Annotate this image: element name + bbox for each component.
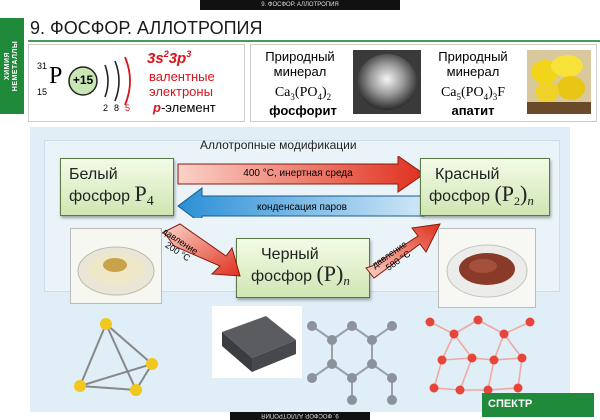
mineral-2-name: апатит (451, 103, 495, 118)
valence-line-1: валентные (149, 69, 215, 84)
white-phosphorus-line-1: Белый (69, 166, 118, 183)
electron-shells-diagram (68, 56, 131, 106)
mineral-2-formula: Ca5(PO4)3F (440, 85, 506, 102)
black-phosphorus-photo (212, 306, 302, 378)
bottom-strip-label: 9. ФОСФОР. АЛЛОТРОПИЯ (261, 412, 339, 418)
element-type: p-элемент (153, 100, 216, 115)
backward-arrow (177, 187, 425, 218)
title-divider (28, 40, 600, 42)
red-phosphorus-lattice (425, 315, 535, 395)
red-phosphorus-line-2: фосфор (P2)n (429, 181, 534, 211)
red-phosphorus-line-1: Красный (435, 166, 500, 183)
forward-arrow (177, 156, 425, 193)
white-phosphorus-box: Белый фосфор P4 (60, 158, 174, 216)
shell-count-3: 5 (125, 103, 131, 113)
element-type-suffix: -элемент (160, 100, 216, 115)
white-phosphorus-subscript: 4 (146, 194, 154, 210)
mineral-1-label-line-1: Природный (265, 49, 335, 64)
shell-arc-2 (114, 60, 120, 102)
white-phosphorus-word: фосфор (69, 188, 131, 205)
nucleus-circle (68, 66, 98, 96)
black-phosphorus-lattice (307, 321, 397, 405)
red-phosphorus-close: ) (520, 181, 528, 206)
top-strip: 9. ФОСФОР. АЛЛОТРОПИЯ (200, 0, 400, 10)
black-phosphorus-line-1: Черный (261, 246, 319, 263)
electron-configuration: 3s23p3 (147, 49, 191, 67)
nucleus-charge: +15 (72, 73, 94, 87)
forward-arrow-label: 400 °C, инертная среда (243, 168, 353, 179)
red-phosphorus-n: n (527, 193, 534, 209)
white-phosphorus-formula: P (134, 181, 147, 206)
black-phosphorus-box: Черный фосфор (P)n (236, 238, 370, 298)
config-part-1: 3s (147, 50, 164, 67)
red-phosphorus-formula: (P (494, 181, 515, 206)
page-title: 9. ФОСФОР. АЛЛОТРОПИЯ (30, 18, 263, 38)
backward-arrow-label: конденсация паров (257, 202, 347, 213)
allotropes-heading: Аллотропные модификации (200, 138, 357, 152)
white-phosphorus-photo (70, 228, 162, 304)
mass-number: 31 (37, 61, 48, 71)
sidebar-line-1: ХИМИЯ (4, 51, 11, 81)
top-strip-label: 9. ФОСФОР. АЛЛОТРОПИЯ (261, 2, 339, 8)
shell-arc-3 (124, 56, 131, 106)
black-phosphorus-n: n (343, 273, 350, 289)
white-phosphorus-tetrahedron (74, 318, 158, 396)
black-phosphorus-word: фосфор (251, 268, 313, 285)
phosphorite-photo (353, 50, 421, 114)
mineral-2-label-line-2: минерал (446, 64, 500, 79)
minerals-card: Природный минерал Ca3(PO4)2 фосфорит При… (250, 44, 597, 122)
red-phosphorus-subscript: 2 (514, 194, 521, 209)
pressure-arrow-right (365, 223, 441, 279)
mineral-1-name: фосфорит (269, 103, 337, 118)
publisher-name: СПЕКТР (488, 398, 533, 410)
pressure-arrow-left (163, 223, 241, 277)
valence-line-2: электроны (149, 84, 213, 99)
shell-arc-1 (104, 64, 109, 98)
mineral-1-label-line-2: минерал (273, 64, 327, 79)
mineral-1-formula: Ca3(PO4)2 (274, 85, 332, 102)
black-phosphorus-formula: (P) (316, 261, 344, 286)
config-sup-2: 3 (186, 49, 192, 59)
publisher-logo: СПЕКТР (482, 393, 594, 417)
black-phosphorus-line-2: фосфор (P)n (251, 261, 350, 290)
mineral-2-label: Природный минерал (423, 49, 523, 79)
apatite-photo (527, 50, 591, 114)
shell-count-2: 8 (114, 103, 120, 113)
atom-structure-card: 31 15 P +15 2 8 5 3s23p3 валентные элект… (28, 44, 245, 122)
valence-electrons-label: валентные электроны (149, 69, 215, 99)
red-phosphorus-photo (438, 228, 536, 308)
transition-arrows (177, 156, 425, 218)
red-phosphorus-word: фосфор (429, 188, 491, 205)
atomic-number: 15 (37, 87, 48, 97)
mineral-1-label: Природный минерал (255, 49, 345, 79)
element-symbol: P (49, 63, 63, 89)
red-phosphorus-box: Красный фосфор (P2)n (420, 158, 550, 216)
config-sup-1: 2 (163, 49, 169, 59)
config-part-2: 3p (168, 50, 187, 67)
white-phosphorus-line-2: фосфор P4 (69, 181, 154, 211)
mineral-2-label-line-1: Природный (438, 49, 508, 64)
element-type-prefix: p (153, 100, 161, 115)
sidebar-line-2: НЕМЕТАЛЛЫ (12, 40, 19, 92)
shell-count-1: 2 (103, 103, 109, 113)
